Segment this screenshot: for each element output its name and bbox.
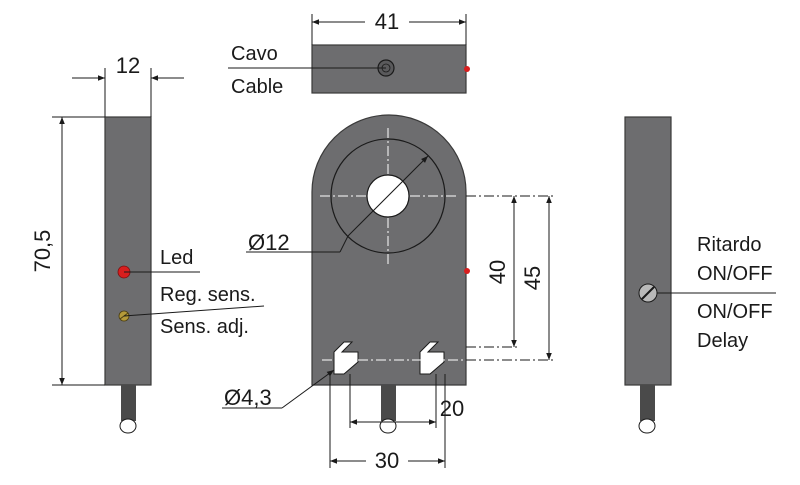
side-view-right: Ritardo ON/OFF ON/OFF Delay bbox=[624, 116, 776, 434]
side-view-left: 12 70,5 Led Reg. sens. Sens. adj. bbox=[30, 53, 265, 434]
dim-height-side: 70,5 bbox=[30, 230, 55, 273]
label-cavo: Cavo bbox=[231, 43, 278, 65]
slot-right bbox=[419, 341, 445, 375]
label-sens-adj: Sens. adj. bbox=[160, 316, 249, 338]
cable-right bbox=[640, 385, 655, 421]
slot-left bbox=[333, 341, 359, 375]
side-view-right-body bbox=[624, 116, 672, 386]
label-ritardo: Ritardo bbox=[697, 234, 761, 256]
led-front-icon bbox=[464, 268, 470, 274]
cable-end-front bbox=[379, 418, 397, 434]
label-led: Led bbox=[160, 247, 193, 269]
cable-left bbox=[121, 385, 136, 421]
label-onoff-en: ON/OFF bbox=[697, 301, 773, 323]
dim-hole-diameter: Ø12 bbox=[248, 230, 290, 255]
dim-spacing-20: 20 bbox=[440, 396, 464, 421]
dim-height-45: 45 bbox=[520, 266, 545, 290]
led-top-icon bbox=[464, 66, 470, 72]
dim-width-side: 12 bbox=[116, 53, 140, 78]
label-delay: Delay bbox=[697, 330, 748, 352]
top-view: 41 Cavo Cable bbox=[228, 9, 470, 98]
label-onoff-it: ON/OFF bbox=[697, 263, 773, 285]
side-view-body bbox=[104, 116, 152, 386]
dim-width-top: 41 bbox=[375, 9, 399, 34]
front-view: Ø12 Ø4,3 40 45 20 30 bbox=[222, 114, 555, 473]
dim-slot-diameter: Ø4,3 bbox=[224, 385, 272, 410]
dim-spacing-30: 30 bbox=[375, 448, 399, 473]
front-view-body bbox=[311, 114, 467, 386]
cable-end-right bbox=[638, 418, 656, 434]
cable-front bbox=[381, 385, 396, 421]
label-cable: Cable bbox=[231, 76, 283, 98]
cable-end-left bbox=[119, 418, 137, 434]
dim-height-40: 40 bbox=[485, 260, 510, 284]
label-reg-sens: Reg. sens. bbox=[160, 284, 256, 306]
